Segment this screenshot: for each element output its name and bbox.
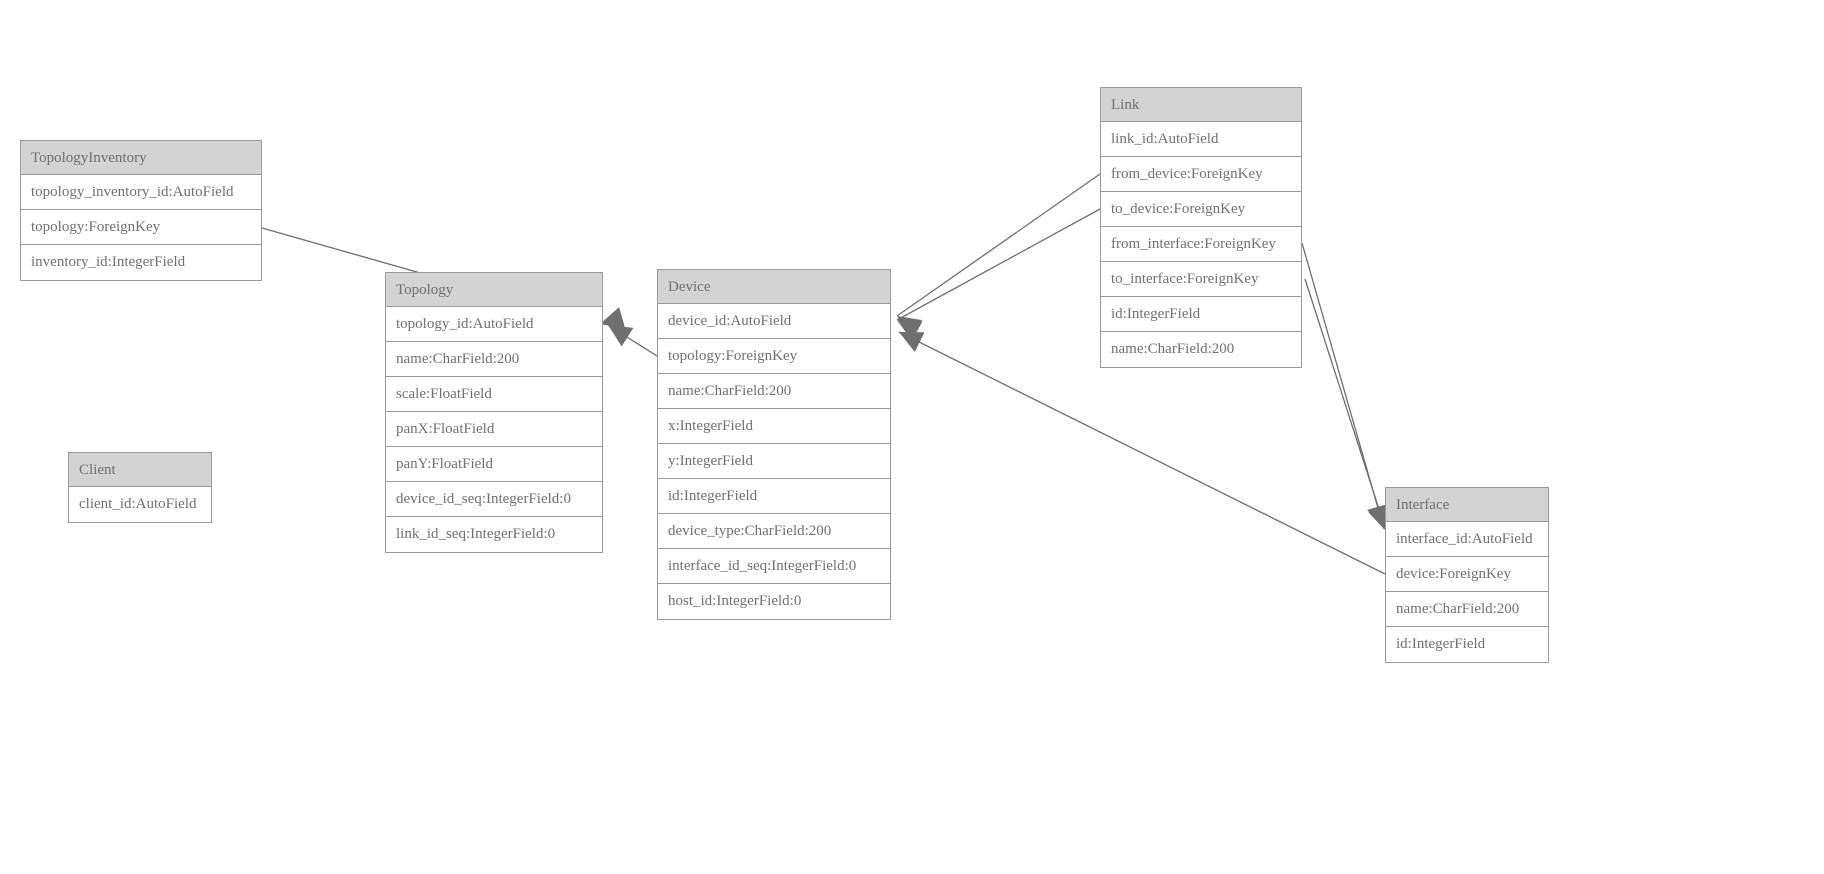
relationship-arrowhead [608,325,634,347]
relationship-line [1304,278,1387,532]
entity-field-row: name:CharField:200 [1386,592,1548,627]
entity-field-row: host_id:IntegerField:0 [658,584,890,619]
entity-field-row: device_id_seq:IntegerField:0 [386,482,602,517]
relationship-link-to_device [896,208,1101,341]
entity-field-row: topology:ForeignKey [21,210,261,245]
relationship-link-from_interface [1301,242,1389,530]
entity-title-client: Client [69,453,211,487]
entity-title-topology_inventory: TopologyInventory [21,141,261,175]
entity-field-row: to_device:ForeignKey [1101,192,1301,227]
entity-field-row: id:IntegerField [658,479,890,514]
entity-field-row: panX:FloatField [386,412,602,447]
relationship-arrowhead [897,320,923,341]
entity-field-row: from_interface:ForeignKey [1101,227,1301,262]
entity-field-row: id:IntegerField [1386,627,1548,662]
entity-field-row: device_id:AutoField [658,304,890,339]
relationship-link-from_device [896,173,1101,339]
entity-field-row: name:CharField:200 [658,374,890,409]
entity-field-row: scale:FloatField [386,377,602,412]
entity-field-row: id:IntegerField [1101,297,1301,332]
entity-field-row: y:IntegerField [658,444,890,479]
entity-field-row: link_id_seq:IntegerField:0 [386,517,602,552]
relationship-link-to_interface [1304,278,1390,532]
relationship-line [1301,242,1385,530]
entity-field-row: name:CharField:200 [386,342,602,377]
entity-title-interface: Interface [1386,488,1548,522]
entity-field-row: topology_id:AutoField [386,307,602,342]
entity-field-row: topology:ForeignKey [658,339,890,374]
entity-field-row: topology_inventory_id:AutoField [21,175,261,210]
entity-title-topology: Topology [386,273,602,307]
relationship-line [896,173,1101,317]
entity-field-row: device:ForeignKey [1386,557,1548,592]
entity-field-row: link_id:AutoField [1101,122,1301,157]
entity-field-row: name:CharField:200 [1101,332,1301,367]
entity-title-link: Link [1101,88,1301,122]
entity-field-row: x:IntegerField [658,409,890,444]
entity-field-row: interface_id_seq:IntegerField:0 [658,549,890,584]
entity-field-row: device_type:CharField:200 [658,514,890,549]
relationship-device-topology [607,324,658,357]
relationship-arrowhead [899,332,925,352]
entity-field-row: from_device:ForeignKey [1101,157,1301,192]
entity-field-row: interface_id:AutoField [1386,522,1548,557]
relationship-line [898,331,1386,575]
entity-field-row: client_id:AutoField [69,487,211,522]
entity-field-row: inventory_id:IntegerField [21,245,261,280]
entity-title-device: Device [658,270,890,304]
relationship-line [896,208,1101,321]
entity-field-row: panY:FloatField [386,447,602,482]
entity-field-row: to_interface:ForeignKey [1101,262,1301,297]
relationship-arrowhead [897,316,923,339]
relationship-line [607,324,658,357]
